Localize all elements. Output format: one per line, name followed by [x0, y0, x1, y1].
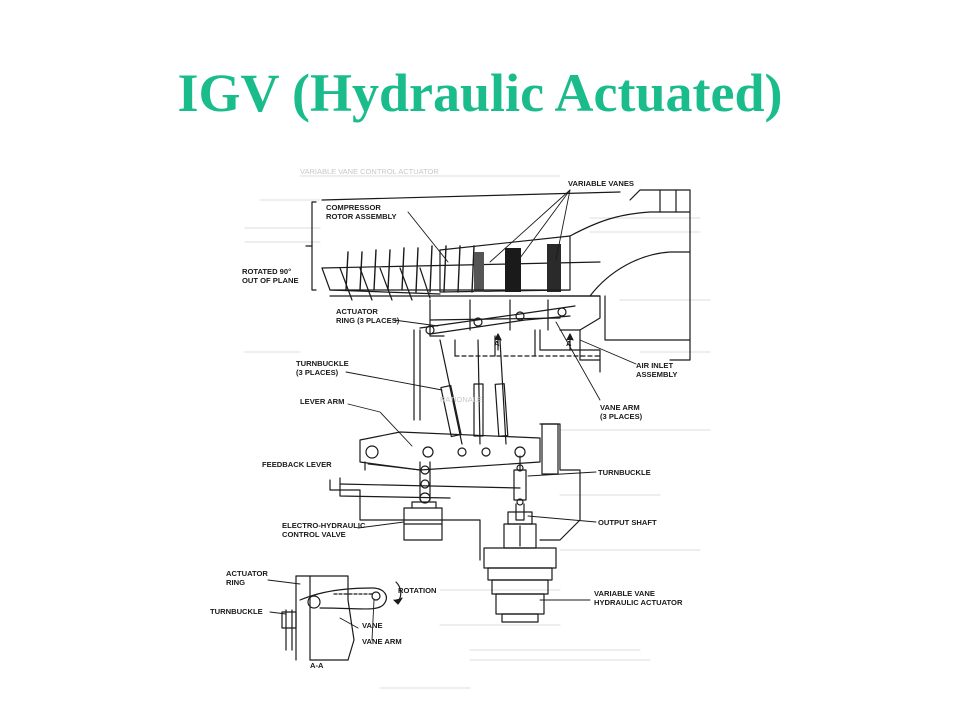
label-3-places: (3 PLACES) [296, 368, 339, 377]
actuator-ring [419, 299, 601, 357]
hydraulic-actuator [483, 523, 557, 623]
label-compressor: COMPRESSOR [326, 203, 381, 212]
lever-arm [359, 431, 541, 471]
turnbuckles-3-places [439, 339, 509, 445]
label-electro-hydraulic: ELECTRO-HYDRAULIC [282, 521, 366, 530]
label-vane: VANE [362, 621, 383, 630]
label-variable-vane: VARIABLE VANE [594, 589, 655, 598]
label-output-shaft: OUTPUT SHAFT [598, 518, 657, 527]
label-feedback-lever: FEEDBACK LEVER [262, 460, 332, 469]
label-out-of-plane: OUT OF PLANE [242, 276, 299, 285]
compressor-bracket [305, 201, 317, 291]
label-rotor-assembly: ROTOR ASSEMBLY [326, 212, 397, 221]
background-show-through [244, 175, 711, 689]
label-variable-vanes: VARIABLE VANES [568, 179, 634, 188]
label-rotation: ROTATION [398, 586, 437, 595]
air-inlet-housing [539, 189, 691, 373]
faint-text: VARIABLE VANE CONTROL ACTUATOR RATIONALE [300, 167, 482, 404]
label-vane-arm-places: (3 PLACES) [600, 412, 643, 421]
compressor-rotor [321, 191, 621, 301]
label-ring-3-places: RING (3 PLACES) [336, 316, 400, 325]
label-hydraulic-actuator: HYDRAULIC ACTUATOR [594, 598, 683, 607]
label-control-valve: CONTROL VALVE [282, 530, 346, 539]
actuator-frame [329, 423, 581, 561]
label-section-a-left: A [494, 339, 500, 348]
label-turnbuckle-3: TURNBUCKLE [296, 359, 349, 368]
label-air-inlet: AIR INLET [636, 361, 673, 370]
label-rotated-90: ROTATED 90° [242, 267, 291, 276]
control-valve [403, 501, 443, 541]
label-detail-turnbuckle: TURNBUCKLE [210, 607, 263, 616]
label-section-a-right: A [566, 339, 572, 348]
svg-text:VARIABLE VANE CONTROL ACTUATOR: VARIABLE VANE CONTROL ACTUATOR [300, 167, 439, 176]
label-assembly: ASSEMBLY [636, 370, 678, 379]
label-detail-ring: RING [226, 578, 245, 587]
svg-text:RATIONALE: RATIONALE [440, 395, 482, 404]
section-aa-detail [281, 575, 403, 661]
slide-title: IGV (Hydraulic Actuated) [177, 63, 783, 123]
section-a-arrows [494, 333, 574, 351]
left-rod [413, 329, 421, 421]
label-lever-arm: LEVER ARM [300, 397, 344, 406]
feedback-lever [339, 461, 521, 504]
right-turnbuckle [507, 455, 533, 525]
label-vane-arm-3: VANE ARM [600, 403, 640, 412]
label-section-aa: A-A [310, 661, 324, 670]
label-vane-arm: VANE ARM [362, 637, 402, 646]
label-turnbuckle: TURNBUCKLE [598, 468, 651, 477]
label-actuator: ACTUATOR [336, 307, 378, 316]
label-detail-actuator: ACTUATOR [226, 569, 268, 578]
leader-lines [267, 189, 637, 641]
diagram-labels: VARIABLE VANES COMPRESSOR ROTOR ASSEMBLY… [210, 179, 683, 670]
